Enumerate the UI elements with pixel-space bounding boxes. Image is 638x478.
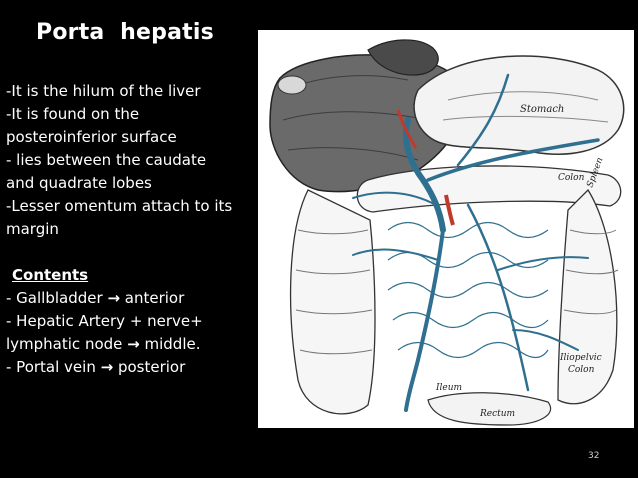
stomach-label: Stomach	[520, 104, 564, 115]
gallbladder-text: - Gallbladder	[6, 289, 103, 307]
slide-title: Porta hepatis	[36, 20, 214, 45]
portal-vein	[403, 117, 446, 233]
left-colic-vein	[497, 256, 589, 271]
point-3-line-1: - lies between the caudate	[6, 151, 207, 169]
splenic-vein	[426, 138, 600, 182]
inferior-mesenteric-vein	[466, 203, 530, 392]
portal-vein-text: - Portal vein	[6, 358, 96, 376]
haustra-left	[295, 229, 373, 355]
point-3-line-2: and quadrate lobes	[6, 174, 152, 192]
right-arrow-icon: →	[100, 358, 114, 376]
page-number: 32	[588, 451, 600, 461]
point-4-line-2: margin	[6, 220, 59, 238]
descending-colon	[557, 188, 618, 405]
liver-upper-lobe	[367, 39, 439, 76]
portal-vein-position: posterior	[113, 358, 186, 376]
lymphatic-node-text: lymphatic node	[6, 335, 123, 353]
iliopelvic-label: Iliopelvic	[559, 353, 602, 363]
contents-item-hepatic-artery-line-2: lymphatic node → middle.	[6, 333, 258, 356]
iliopelvic-colon-label: Colon	[568, 365, 595, 375]
stomach-shape	[413, 55, 625, 155]
rectum-label: Rectum	[479, 409, 515, 419]
contents-item-gallbladder: - Gallbladder → anterior	[6, 287, 258, 310]
right-arrow-icon: →	[107, 289, 121, 307]
hepatic-artery-position: middle.	[139, 335, 201, 353]
middle-colic-vein	[352, 191, 437, 206]
portal-system-drawing: Stomach Spleen Colon Iliopelvic Colon Re…	[258, 30, 634, 428]
right-arrow-icon: →	[127, 335, 140, 353]
rectum-shape	[427, 392, 552, 426]
colon-label: Colon	[558, 173, 585, 183]
anatomy-illustration: Stomach Spleen Colon Iliopelvic Colon Re…	[258, 30, 634, 428]
gallbladder-shape	[277, 75, 307, 95]
stomach-folds	[442, 91, 609, 123]
haustra-right	[563, 229, 619, 315]
contents-item-portal-vein: - Portal vein → posterior	[6, 356, 258, 379]
point-2-line-1: -It is found on the	[6, 105, 140, 123]
point-2-line-2: posteroinferior surface	[6, 128, 177, 146]
hepatic-artery	[396, 109, 418, 149]
sigmoid-vein	[512, 329, 579, 351]
slide-body: -It is the hilum of the liver -It is fou…	[6, 80, 258, 379]
point-4-line-1: -Lesser omentum attach to its	[6, 197, 233, 215]
right-colic-vein	[352, 248, 439, 261]
gastric-vein	[456, 73, 510, 167]
spacer	[6, 241, 258, 264]
point-1-line-1: -It is the hilum of the liver	[6, 82, 201, 100]
gallbladder-position: anterior	[120, 289, 185, 307]
mesenteric-artery-segment	[444, 194, 455, 226]
contents-heading: Contents	[12, 266, 89, 284]
ascending-colon	[289, 189, 376, 415]
portal-vein-system	[352, 73, 600, 412]
contents-item-hepatic-artery-line-1: - Hepatic Artery + nerve+	[6, 312, 203, 330]
ileum-label: Ileum	[435, 383, 462, 393]
